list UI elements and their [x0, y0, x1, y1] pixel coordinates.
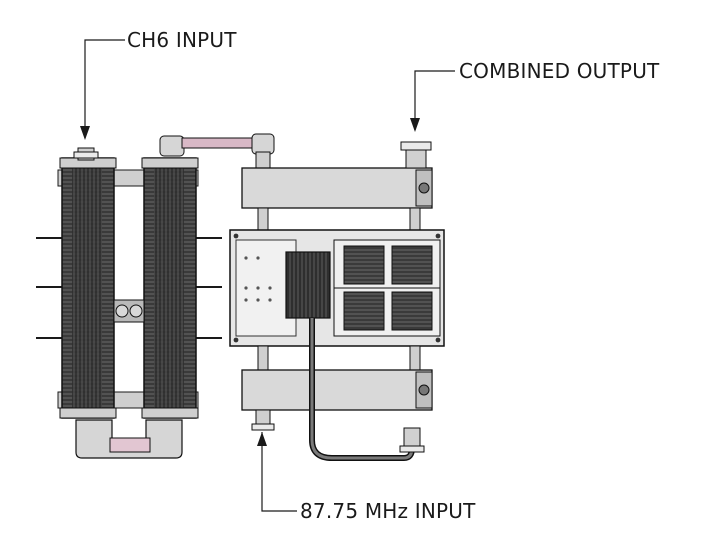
- combiner-module-assembly: [229, 141, 445, 461]
- fm-input-label: 87.75 MHz INPUT: [300, 499, 476, 523]
- arrow-up-icon: [257, 432, 267, 446]
- ch6-input-label: CH6 INPUT: [127, 28, 237, 52]
- combined-output-label: COMBINED OUTPUT: [459, 59, 660, 83]
- ch6-input-leader: [80, 39, 125, 140]
- fm-input-leader: [257, 432, 297, 512]
- ch6-filter-assembly: [36, 133, 275, 459]
- arrow-down-icon: [410, 118, 420, 132]
- arrow-down-icon: [80, 126, 90, 140]
- combined-output-leader: [410, 70, 455, 132]
